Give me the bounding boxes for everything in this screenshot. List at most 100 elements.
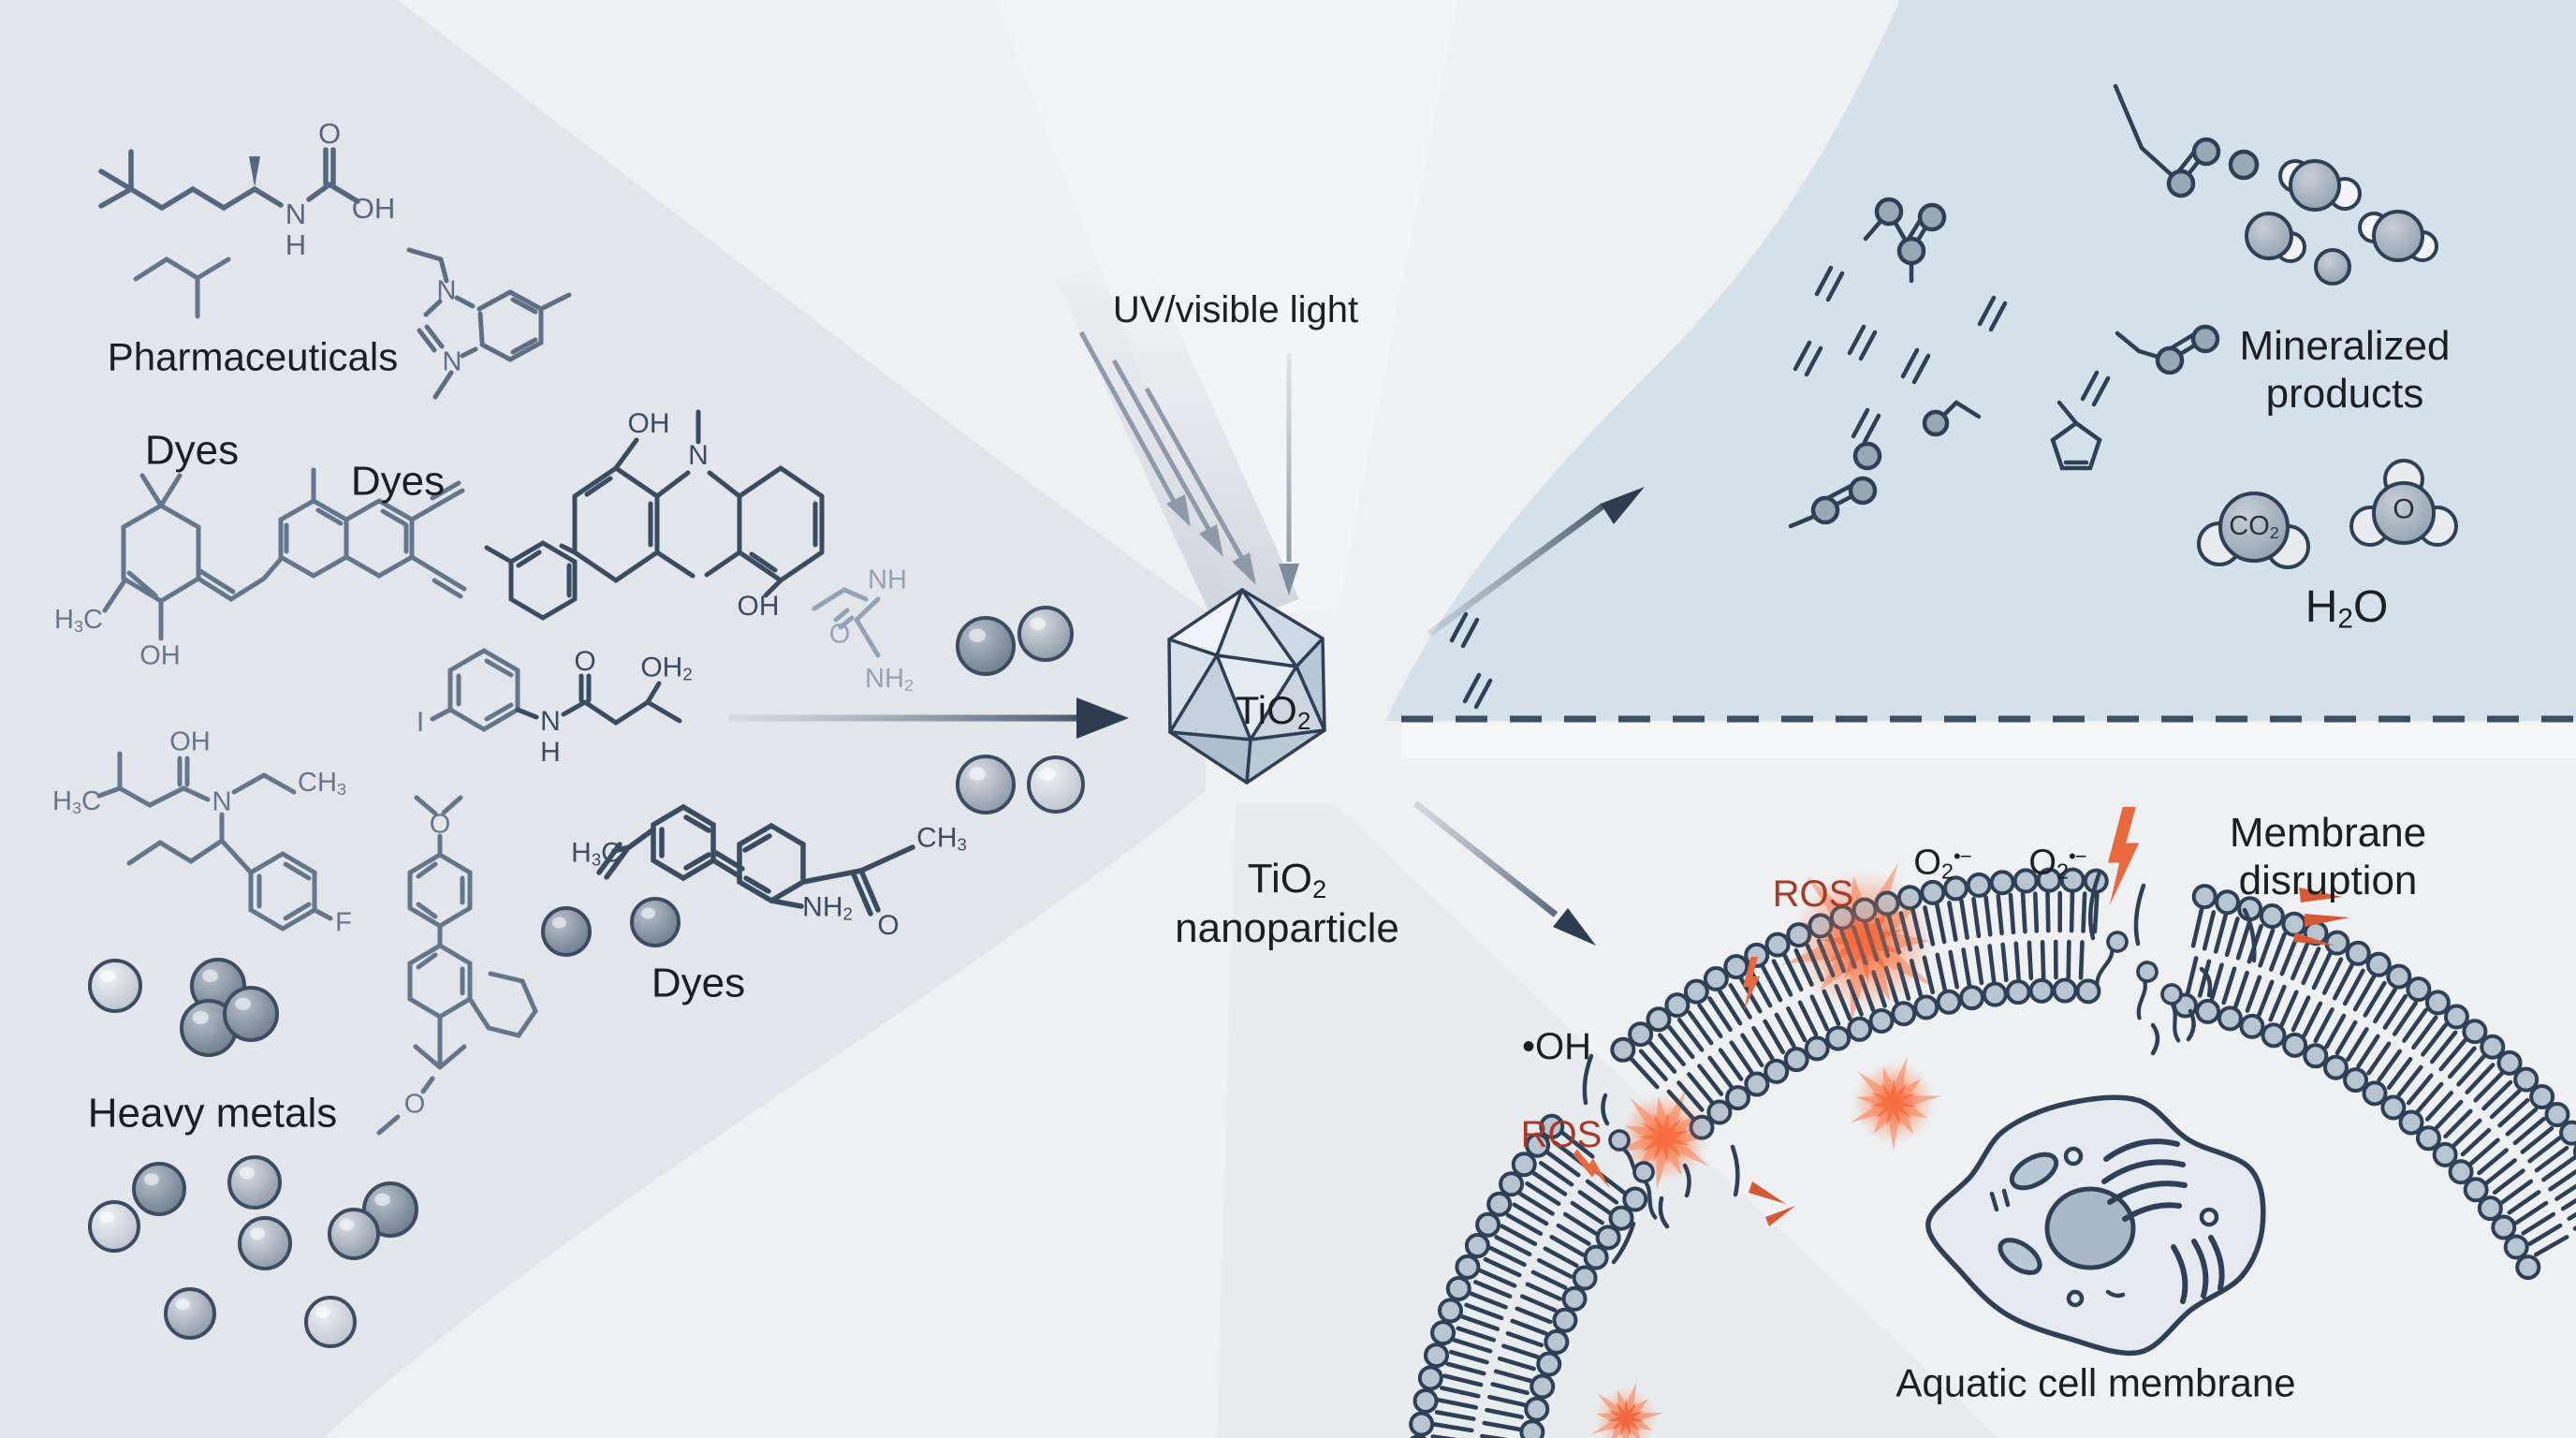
membrane-disruption-label: Membrane disruption xyxy=(2229,809,2427,903)
loose-lipid xyxy=(2160,983,2183,1043)
o-molecule-label: O xyxy=(2393,493,2415,525)
atom-label: N xyxy=(212,786,232,817)
atom-label: N xyxy=(442,346,462,377)
atom-label: N xyxy=(436,275,457,306)
light-beam-wedge xyxy=(995,0,1458,618)
molecule-benzimidazole xyxy=(406,247,572,400)
double-bond-marks xyxy=(1449,265,2111,710)
red-crack-spikes xyxy=(1749,888,2349,1226)
heavy-metal-spheres xyxy=(88,606,1085,1348)
superoxide-label-2: O2•− xyxy=(2028,843,2086,884)
molecule-naphthalene-dye xyxy=(278,467,467,599)
atom-label: O xyxy=(403,1089,426,1120)
uv-light-arrows xyxy=(1078,330,1299,595)
tio2-caption: TiO2 nanoparticle xyxy=(1175,856,1399,951)
pollutant-funnel xyxy=(0,0,1206,1438)
loose-lipids xyxy=(1608,931,2183,1220)
atom-label: H3C xyxy=(54,605,103,636)
molecule-ionone-dye xyxy=(102,473,284,641)
superoxide-label-1: O2•− xyxy=(1913,843,1971,884)
atom-label: H xyxy=(540,737,561,768)
er-icon xyxy=(2171,1235,2225,1304)
metal-sphere xyxy=(164,1287,216,1340)
pharmaceuticals-label: Pharmaceuticals xyxy=(107,334,399,379)
mitochondria-icon xyxy=(2009,1152,2059,1191)
cell-nucleus xyxy=(2044,1186,2136,1270)
mineralized-fragments xyxy=(1449,83,2260,710)
ros-label-upper: ROS xyxy=(1772,873,1854,915)
metal-sphere xyxy=(541,906,592,957)
atom-label: I xyxy=(416,707,425,738)
molecule-pharma-carbamate xyxy=(98,147,360,212)
product-molecules xyxy=(2197,159,2458,569)
tio2-face-label: TiO2 xyxy=(1235,688,1311,735)
co2-label: CO2 xyxy=(2229,511,2279,543)
atom-label: OH xyxy=(351,192,396,225)
molecule-acridine-dye xyxy=(484,409,825,621)
metal-sphere xyxy=(328,1208,380,1260)
uv-light-label: UV/visible light xyxy=(1112,288,1359,330)
atom-label: N xyxy=(285,198,307,230)
molecule-methoxy-biphenyl xyxy=(376,795,538,1136)
dyes-label-1: Dyes xyxy=(144,427,240,474)
atom-label: OH2 xyxy=(640,652,693,684)
atom-label: F xyxy=(335,907,352,938)
atom-label: NH2 xyxy=(802,891,853,924)
metal-sphere xyxy=(223,986,279,1042)
atom-label: O xyxy=(574,646,596,677)
mineralized-products-label: Mineralized products xyxy=(2239,322,2451,417)
loose-lipid xyxy=(1632,1161,1658,1220)
atom-label: H3C xyxy=(52,786,101,817)
atom-label: H3C xyxy=(571,837,622,870)
atom-label: OH xyxy=(737,591,780,622)
metal-sphere xyxy=(956,616,1016,676)
membrane-cracks xyxy=(1582,870,2257,1265)
loose-lipid xyxy=(2136,961,2159,1020)
metal-sphere xyxy=(1017,606,1074,662)
metal-sphere xyxy=(630,897,681,947)
atom-label: N xyxy=(688,440,709,471)
atom-label: CH3 xyxy=(916,822,967,855)
hydroxyl-radical-label: •OH xyxy=(1521,1025,1592,1067)
atom-label: O xyxy=(877,910,900,941)
golgi-icon xyxy=(2101,1138,2188,1222)
aquatic-cell-membrane-label: Aquatic cell membrane xyxy=(1895,1360,2296,1405)
atom-label: NH xyxy=(868,565,907,595)
dyes-label-3: Dyes xyxy=(651,960,746,1006)
metal-sphere xyxy=(88,1200,140,1253)
heavy-metals-label: Heavy metals xyxy=(87,1090,338,1137)
metal-sphere xyxy=(132,1162,186,1216)
aquatic-cell xyxy=(1925,1094,2266,1357)
molecule-glycinamide xyxy=(812,587,881,658)
atom-label: OH xyxy=(169,726,211,757)
tio2-nanoparticle-icon xyxy=(1167,588,1326,785)
metal-sphere xyxy=(227,1155,282,1210)
loose-lipid xyxy=(2095,931,2129,987)
h2o-label: H2O xyxy=(2305,581,2389,635)
atom-label: CH3 xyxy=(298,768,346,799)
molecule-iodo-anilide xyxy=(430,648,682,732)
molecule-isopentane xyxy=(133,257,231,319)
atom-label: O xyxy=(429,809,451,840)
ros-glow xyxy=(1622,875,1933,1180)
metal-sphere xyxy=(1027,756,1085,814)
molecule-fluoro-pharma xyxy=(96,751,333,932)
metal-sphere xyxy=(238,1216,292,1270)
metal-sphere xyxy=(304,1296,357,1348)
atom-label: N xyxy=(540,706,561,737)
metal-sphere xyxy=(88,959,142,1013)
atom-label: O xyxy=(828,619,851,650)
atom-label: H xyxy=(285,228,307,261)
ros-label-lower: ROS xyxy=(1520,1113,1603,1155)
atom-label: OH xyxy=(139,640,181,671)
main-flow-arrows xyxy=(728,487,1645,946)
dyes-label-2: Dyes xyxy=(350,458,446,505)
mitochondria-icon xyxy=(1998,1238,2042,1275)
molecule-aminoacetophenone-dye xyxy=(596,803,915,917)
metal-sphere xyxy=(956,755,1016,814)
cell-organelles xyxy=(1989,1138,2225,1308)
atom-label: NH2 xyxy=(865,664,914,695)
atom-label: OH xyxy=(627,408,670,439)
